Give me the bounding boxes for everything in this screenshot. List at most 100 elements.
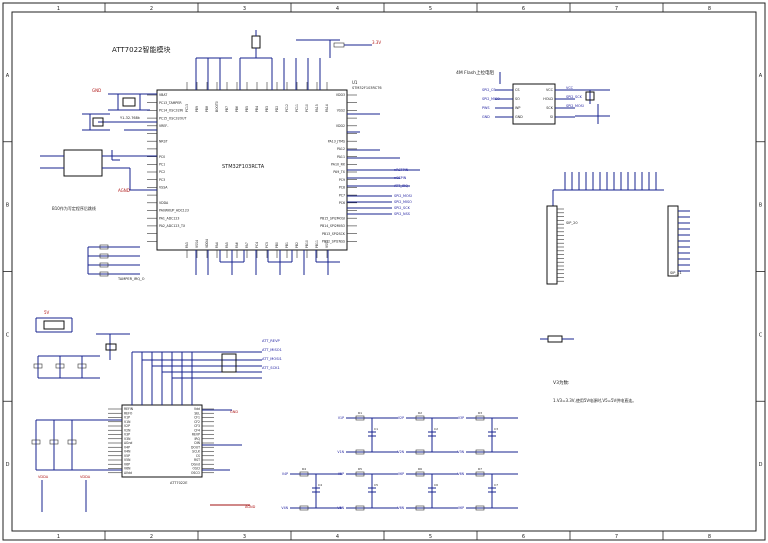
note-body: 1.V3=3.3V,使用5V电源时,V5=5V供电直连。 <box>553 397 636 403</box>
net-label: SPI2_SCK <box>394 206 411 210</box>
att-net-label: ATT_REVP <box>262 339 281 343</box>
filter-net-label: V2N <box>397 450 404 454</box>
col-label-top: 5 <box>429 6 432 12</box>
mcu-right-pin: PA12 <box>337 147 345 151</box>
mcu-left-pin: VSSA <box>159 186 168 190</box>
mcu-right-pin: PB14_SPI2MISO <box>320 224 345 228</box>
agnd-label-left: AGND <box>118 188 130 193</box>
att-right-pin: CF1 <box>194 416 200 420</box>
col-label-bottom: 7 <box>615 534 618 540</box>
vdda-label-2: VDDA <box>80 475 91 479</box>
mcu-right-pin: PB15_SPI2MOSI <box>320 216 345 220</box>
mcu-pins: VBATPC13_TAMPERPC14_OSC32INPC15_OSC32OUT… <box>147 82 357 258</box>
att-net-label: ATT_SCK1 <box>262 366 280 370</box>
filter-cap-label: C2 <box>434 427 438 431</box>
mcu-top-pin: PC12 <box>285 104 289 112</box>
mcu-right-pin: PC6 <box>339 201 345 205</box>
flash-net-right: VCC <box>566 86 574 90</box>
col-label-bottom: 2 <box>150 534 153 540</box>
att-left-pin: AGnd <box>124 441 132 445</box>
mcu-left-pin: VBAT <box>159 93 167 97</box>
small-jumper <box>540 335 574 343</box>
mcu-bottom-pin: PA6 <box>235 242 239 248</box>
row-label-right: A <box>759 73 763 79</box>
att-right-pin: REVP <box>192 433 200 437</box>
mcu-bottom-pin: PB1 <box>285 242 289 248</box>
mcu-block: STM32F103RCTA U1 STM32F103RCT6 VBATPC13_… <box>147 80 382 258</box>
mcu-left-pin: VREF- <box>159 124 168 128</box>
row-label-right: B <box>759 203 763 209</box>
mcu-left-pin: PC3 <box>159 178 165 182</box>
att-left-pin: V3N <box>124 437 131 441</box>
flash-right-pin: HOLD <box>543 97 553 101</box>
att-left-pin: V4N <box>124 450 131 454</box>
row-label-left: D <box>6 462 10 468</box>
header-left-connector <box>546 205 558 285</box>
mcu-right-pin: PC8 <box>339 186 345 190</box>
att-left-pin: V2N <box>124 428 131 432</box>
crystal-part-label: Y1-32.768k <box>120 116 141 120</box>
mcu-right-pin: VDD2 <box>336 124 345 128</box>
mcu-top-pin: PA15 <box>315 104 319 112</box>
mcu-top-pin: PB4 <box>255 106 259 112</box>
flash-net-left: GND <box>482 115 490 119</box>
filter-net-label: V5P <box>338 472 344 476</box>
mcu-bottom-pin: PA5 <box>225 242 229 248</box>
header-left-label: SIP_20 <box>566 221 578 225</box>
mcu-right-pin: VSS2 <box>337 109 345 113</box>
row-label-left: B <box>6 203 10 209</box>
mcu-right-pin: PA10_RX <box>331 163 346 167</box>
mcu-bottom-pin: PA3 <box>185 242 189 248</box>
mcu-right-pin: VDD3 <box>336 93 345 97</box>
filter-res-label: R4 <box>302 467 306 471</box>
att-chip-block: ATT7022E REFINREFOV1PV1NV2PV2NV3PV3NAGnd… <box>108 339 282 509</box>
att-right-pin: CF3 <box>194 424 200 428</box>
col-label-bottom: 1 <box>57 534 60 540</box>
header-block: SIP_20 SIP_11 <box>546 172 690 285</box>
sw-note: B10作为写定程序后跳线 <box>52 205 96 211</box>
mcu-right-pin: PB13_SPI2SCK <box>322 232 346 236</box>
gnd-label-left: GND <box>92 88 101 93</box>
att-right-pin: CF2 <box>194 420 200 424</box>
mcu-left-pin: NRST <box>159 139 168 143</box>
flash-block: 4M Flash上拉电阻 CSSPI2_CSSOSPI2_MISOWPPWSGN… <box>456 69 610 125</box>
att-left-pin: AVdd <box>124 471 132 475</box>
header-right-pins <box>678 210 690 272</box>
att-left-pin: V5N <box>124 458 131 462</box>
power-label-3v3-top: 3.3V <box>372 40 381 45</box>
att-right-pin: DOUT <box>191 445 200 449</box>
row-label-right: C <box>759 332 763 338</box>
filter-net-label: V2P <box>398 416 404 420</box>
mcu-left-pin: PC15_OSC32OUT <box>159 116 186 120</box>
att-pins: REFINREFOV1PV1NV2PV2NV3PV3NAGndV4PV4NV5P… <box>108 407 214 475</box>
att-left-pin: V1P <box>124 416 130 420</box>
filter-res-label: R5 <box>358 467 362 471</box>
att-left-pin: REFO <box>124 411 133 415</box>
net-label: nRSTPIN <box>394 168 409 172</box>
flash-left-pin: SO <box>515 97 520 101</box>
mcu-top-pin: PB9 <box>195 106 199 112</box>
col-label-top: 4 <box>336 6 339 12</box>
col-label-top: 1 <box>57 6 60 12</box>
tamper-label: TAMPER_IRQ_O <box>117 277 145 281</box>
att-left-pin: V2P <box>124 424 130 428</box>
att-left-pin: V1N <box>124 420 131 424</box>
row-label-left: C <box>6 332 10 338</box>
mcu-right-pin: PB12_SPI2NSS <box>322 240 345 244</box>
att-right-pin: Vdd <box>194 407 200 411</box>
header-left-pins <box>557 208 564 282</box>
filter-net-label: V6P <box>398 472 404 476</box>
mcu-bottom-pin: PA7 <box>245 242 249 248</box>
att-agnd-label: AGND <box>245 505 256 509</box>
col-label-top: 3 <box>243 6 246 12</box>
filter-net-label: V5N <box>337 506 344 510</box>
filter-res-label: R2 <box>418 411 422 415</box>
att-right-pin: SEL <box>194 411 200 415</box>
mcu-left-pin: PA0WKUP_ADC123 <box>159 209 189 213</box>
flash-title: 4M Flash上拉电阻 <box>456 69 494 76</box>
att-left-caps: VDDA VDDA <box>31 419 122 512</box>
net-label: SPI2_MOSI <box>394 194 412 198</box>
net-label: SPI2_NSS <box>394 212 410 216</box>
